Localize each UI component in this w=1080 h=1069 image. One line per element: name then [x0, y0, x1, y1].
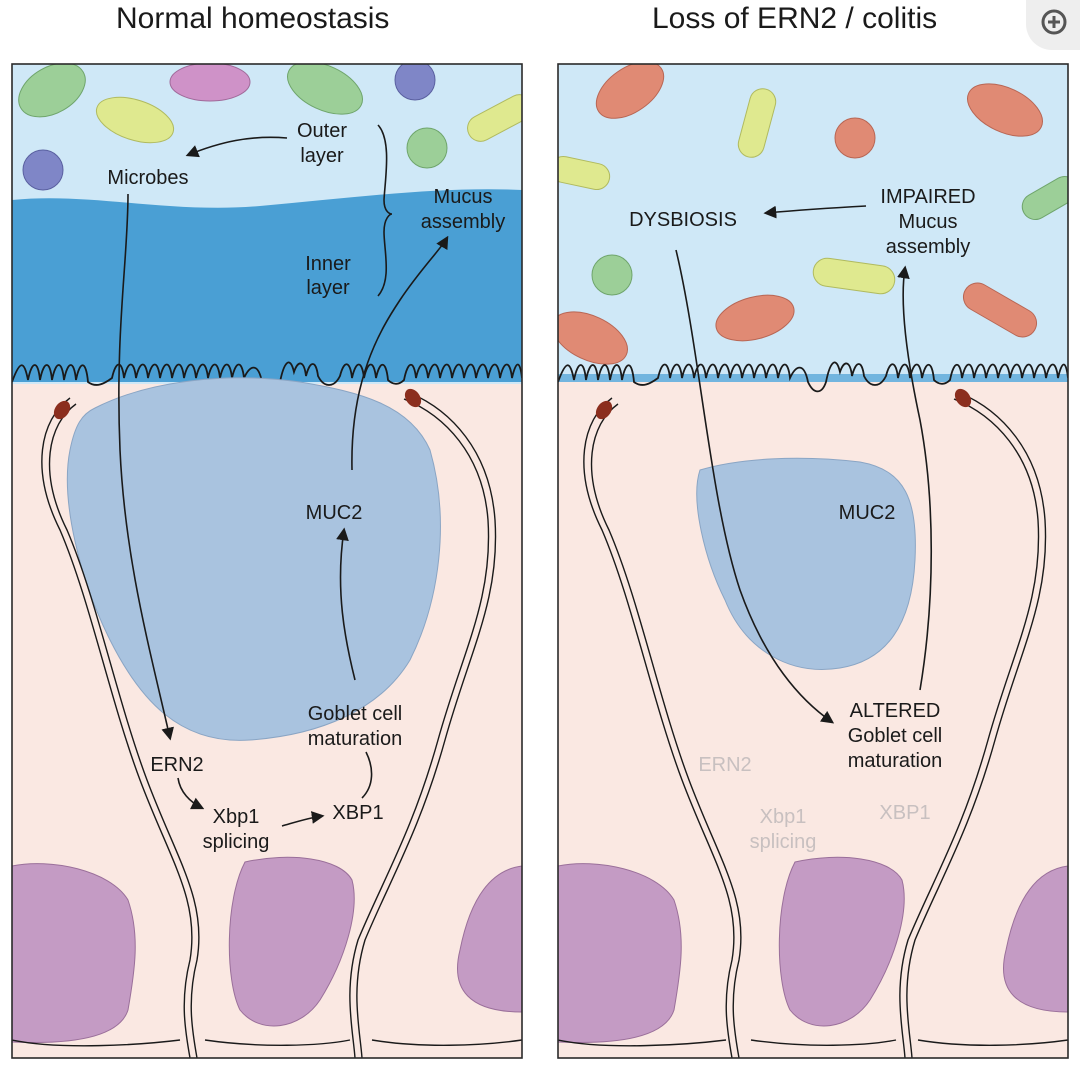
arrow-dysbiosis-to-altered-maturation: [675, 249, 835, 724]
arrow-maturation-to-impaired-mucus: [897, 265, 933, 691]
panel-title-normal: Normal homeostasis: [116, 2, 390, 35]
label-xbp1-splicing-2: splicing: [203, 831, 270, 853]
label-altered-maturation-2: Goblet cell: [848, 725, 943, 747]
tight-junction-right: [404, 388, 422, 408]
label-xbp1-faded: XBP1: [879, 802, 930, 824]
arrow-maturation-to-muc2: [336, 527, 356, 681]
arrow-impaired-to-dysbiosis: [763, 205, 867, 219]
tight-junction-left: [53, 400, 71, 420]
mucus-layers-brace: [377, 124, 393, 297]
right-faded-labels: ERN2 Xbp1 splicing XBP1: [698, 754, 930, 853]
label-outer-layer-1: Outer: [297, 120, 347, 142]
inner-mucus-layer: [12, 189, 522, 382]
left-labels: Outer layer Microbes Mucus assembly Inne…: [107, 120, 505, 853]
thin-inner-mucus: [558, 374, 1068, 382]
zoom-in-icon: [1041, 9, 1067, 35]
nucleus: [778, 856, 905, 1027]
label-inner-layer-1: Inner: [305, 253, 351, 275]
arrow-muc2-to-mucus-assembly: [351, 235, 449, 471]
label-ern2-faded: ERN2: [698, 754, 751, 776]
arrow-outer-to-microbes: [185, 136, 288, 158]
panel-border-right: [557, 63, 1069, 1059]
left-arrows: [118, 124, 449, 827]
basal-membrane: [558, 1039, 1068, 1047]
right-arrows: [675, 205, 933, 724]
arrow-microbes-to-ern2: [118, 193, 174, 741]
panel-border-left: [11, 63, 523, 1059]
label-xbp1-splicing-faded-1: Xbp1: [760, 806, 807, 828]
panel-normal: [12, 64, 522, 1058]
label-xbp1-splicing-faded-2: splicing: [750, 831, 817, 853]
label-goblet-maturation-1: Goblet cell: [308, 703, 403, 725]
label-dysbiosis: DYSBIOSIS: [629, 209, 737, 231]
goblet-cell-membrane: [583, 392, 1047, 1058]
goblet-cell-membrane: [41, 392, 497, 1058]
label-inner-layer-2: layer: [306, 277, 350, 299]
microbes-normal: [18, 64, 522, 191]
right-labels: DYSBIOSIS IMPAIRED Mucus assembly MUC2 A…: [629, 186, 976, 772]
nucleus: [1003, 865, 1068, 1013]
label-altered-maturation-1: ALTERED: [850, 700, 941, 722]
label-impaired-mucus-1: IMPAIRED: [880, 186, 975, 208]
basal-membrane: [12, 1039, 522, 1047]
mucin-granule: [66, 377, 441, 741]
label-outer-layer-2: layer: [300, 145, 344, 167]
tight-junction-right: [954, 388, 972, 408]
microvilli-border: [558, 361, 1068, 393]
label-mucus-assembly-2: assembly: [421, 211, 505, 233]
label-impaired-mucus-2: Mucus: [899, 211, 958, 233]
nucleus: [228, 856, 355, 1027]
label-impaired-mucus-3: assembly: [886, 236, 970, 258]
label-altered-maturation-3: maturation: [848, 750, 943, 772]
panel-colitis: [558, 64, 1068, 1058]
label-muc2: MUC2: [306, 502, 363, 524]
arrow-xbp1-to-maturation: [361, 751, 373, 799]
label-mucus-assembly-1: Mucus: [434, 186, 493, 208]
tight-junction-left: [595, 400, 613, 420]
label-xbp1: XBP1: [332, 802, 383, 824]
panel-title-colitis: Loss of ERN2 / colitis: [652, 2, 938, 35]
label-xbp1-splicing-1: Xbp1: [213, 806, 260, 828]
label-ern2: ERN2: [150, 754, 203, 776]
nucleus: [558, 863, 682, 1043]
label-microbes: Microbes: [107, 167, 188, 189]
label-goblet-maturation-2: maturation: [308, 728, 403, 750]
zoom-in-button[interactable]: [1026, 0, 1080, 50]
nucleus: [457, 865, 522, 1013]
nucleus: [12, 863, 136, 1043]
label-muc2: MUC2: [839, 502, 896, 524]
arrow-ern2-to-splicing: [177, 777, 205, 810]
arrow-splicing-to-xbp1: [281, 811, 325, 827]
mucin-granule-reduced: [696, 457, 916, 670]
microbes-dysbiotic: [558, 64, 1068, 365]
